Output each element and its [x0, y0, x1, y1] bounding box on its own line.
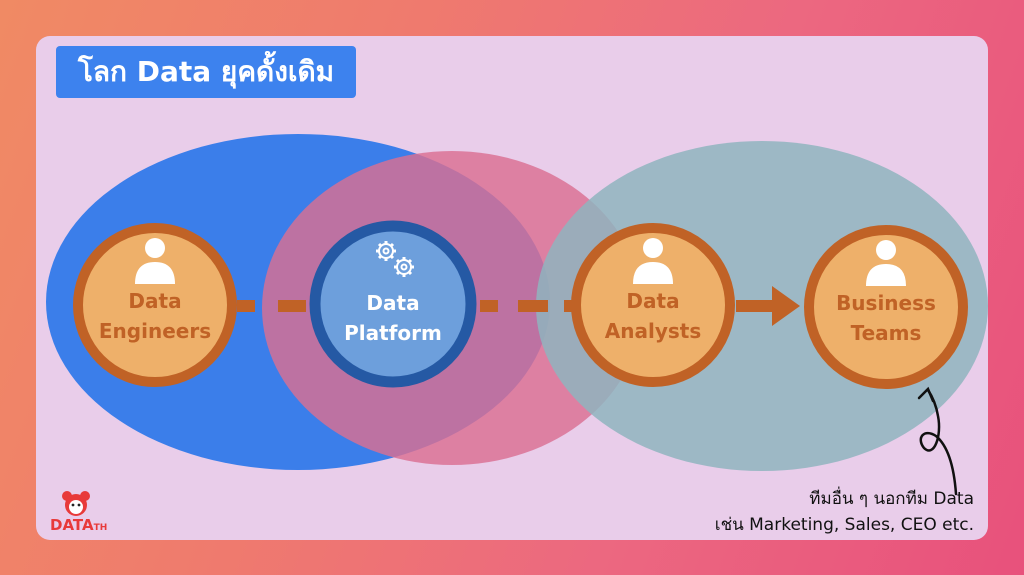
datath-logo: DATATH [50, 490, 110, 534]
footnote-line2: เช่น Marketing, Sales, CEO etc. [714, 515, 974, 535]
annotation-arrow [917, 386, 958, 496]
node-label-line2: Engineers [99, 319, 211, 343]
node-label-line2: Platform [344, 321, 442, 345]
title-banner: โลก Data ยุคดั้งเดิม [56, 46, 356, 98]
logo-sub: TH [93, 523, 108, 533]
node-label-line2: Analysts [605, 319, 701, 343]
node-data-engineers: Data Engineers [73, 223, 237, 387]
node-label-line1: Business [836, 291, 936, 315]
person-icon [135, 238, 175, 284]
node-label-line1: Data [128, 289, 181, 313]
person-icon [633, 238, 673, 284]
logo-main: DATA [50, 516, 94, 534]
logo-wordmark: DATATH [50, 516, 107, 534]
gears-icon [376, 241, 414, 277]
node-label-line1: Data [626, 289, 679, 313]
footnote-line1: ทีมอื่น ๆ นอกทีม Data [809, 489, 974, 509]
arrow-analysts-business [736, 286, 800, 326]
node-label-line1: Data [366, 291, 419, 315]
diagram-canvas: Data Engineers [46, 134, 988, 496]
node-data-analysts: Data Analysts [571, 223, 735, 387]
page-title: โลก Data ยุคดั้งเดิม [77, 55, 335, 88]
connector-engineers-platform [237, 300, 306, 312]
person-icon [866, 240, 906, 286]
node-business-teams: Business Teams [804, 225, 968, 389]
node-data-platform: Data Platform [309, 220, 477, 388]
diagram-card: Data Engineers [36, 36, 988, 540]
mascot-icon [62, 491, 90, 516]
node-label-line2: Teams [851, 321, 922, 345]
footnote: ทีมอื่น ๆ นอกทีม Data เช่น Marketing, Sa… [715, 486, 974, 538]
